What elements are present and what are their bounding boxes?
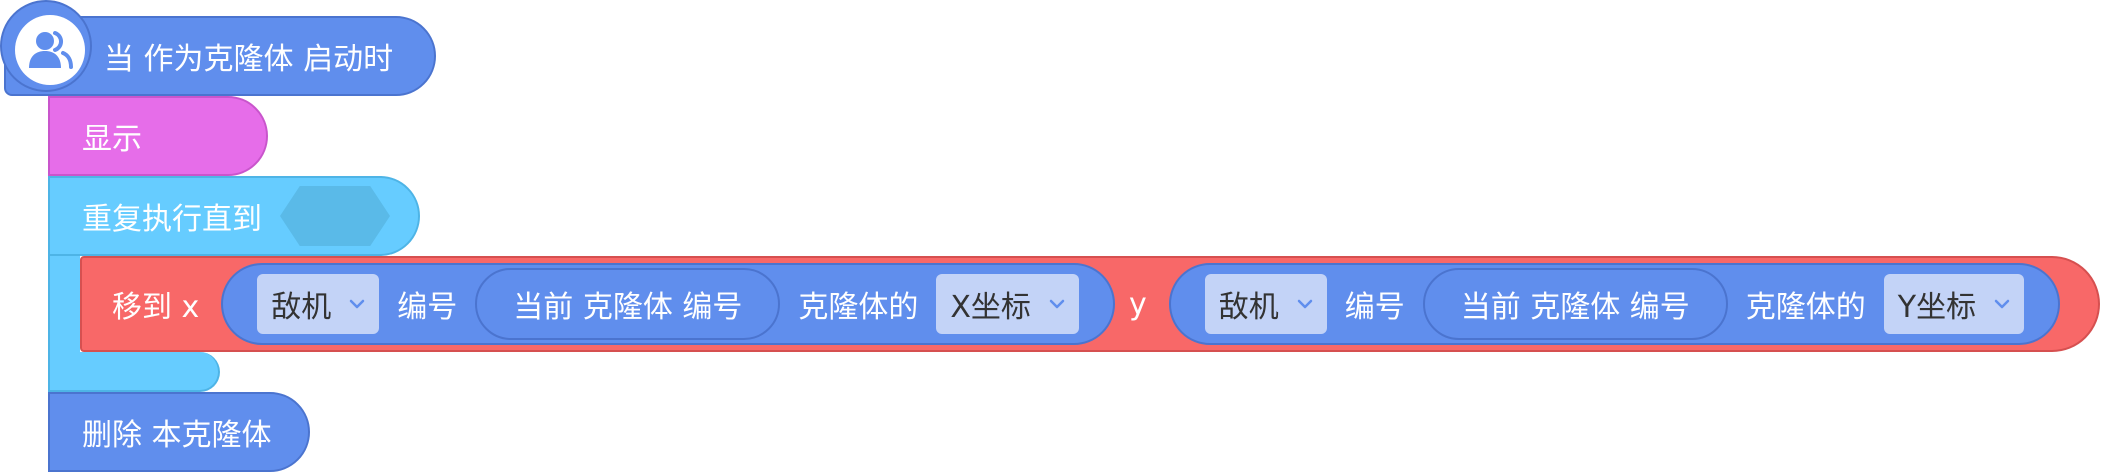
x-property-value: X坐标 — [950, 290, 1031, 325]
repeat-until-block[interactable]: 重复执行直到 — [48, 176, 420, 256]
move-to-xy-block[interactable]: 移到 x 敌机 编号 当前 克隆体 编号 克隆体的 X坐标 y — [80, 256, 2100, 352]
y-property-dropdown[interactable]: Y坐标 — [1883, 274, 2025, 334]
delete-this-clone-block[interactable]: 删除 本克隆体 — [48, 392, 310, 472]
x-target-dropdown[interactable]: 敌机 — [257, 274, 380, 334]
repeat-until-foot — [48, 352, 220, 392]
x-current-clone-number-label: 当前 克隆体 编号 — [513, 290, 743, 325]
y-property-value: Y坐标 — [1897, 290, 1977, 325]
y-number-label: 编号 — [1344, 290, 1405, 325]
move-to-x-label: 移到 x — [112, 290, 200, 325]
show-block[interactable]: 显示 — [48, 96, 268, 176]
condition-slot[interactable] — [280, 186, 390, 246]
users-icon — [15, 15, 85, 85]
x-clone-property-reporter[interactable]: 敌机 编号 当前 克隆体 编号 克隆体的 X坐标 — [221, 263, 1115, 345]
clone-event-badge — [0, 0, 92, 92]
repeat-until-body — [48, 250, 80, 360]
move-to-y-label: y — [1128, 286, 1147, 322]
y-of-clone-label: 克隆体的 — [1745, 290, 1866, 325]
x-of-clone-label: 克隆体的 — [798, 290, 919, 325]
y-clone-property-reporter[interactable]: 敌机 编号 当前 克隆体 编号 克隆体的 Y坐标 — [1168, 263, 2061, 345]
y-current-clone-number-label: 当前 克隆体 编号 — [1460, 290, 1690, 325]
x-number-label: 编号 — [397, 290, 458, 325]
repeat-until-label: 重复执行直到 — [82, 202, 262, 237]
hat-label: 当 作为克隆体 启动时 — [104, 42, 394, 77]
chevron-down-icon — [1049, 299, 1065, 309]
y-current-clone-number-reporter[interactable]: 当前 克隆体 编号 — [1422, 268, 1728, 340]
x-property-dropdown[interactable]: X坐标 — [936, 274, 1079, 334]
show-label: 显示 — [82, 122, 142, 157]
chevron-down-icon — [1994, 299, 2010, 309]
chevron-down-icon — [349, 299, 365, 309]
y-target-dropdown[interactable]: 敌机 — [1204, 274, 1327, 334]
chevron-down-icon — [1297, 299, 1313, 309]
x-current-clone-number-reporter[interactable]: 当前 克隆体 编号 — [475, 268, 781, 340]
x-target-value: 敌机 — [271, 290, 332, 325]
delete-clone-label: 删除 本克隆体 — [82, 418, 272, 453]
y-target-value: 敌机 — [1218, 290, 1279, 325]
